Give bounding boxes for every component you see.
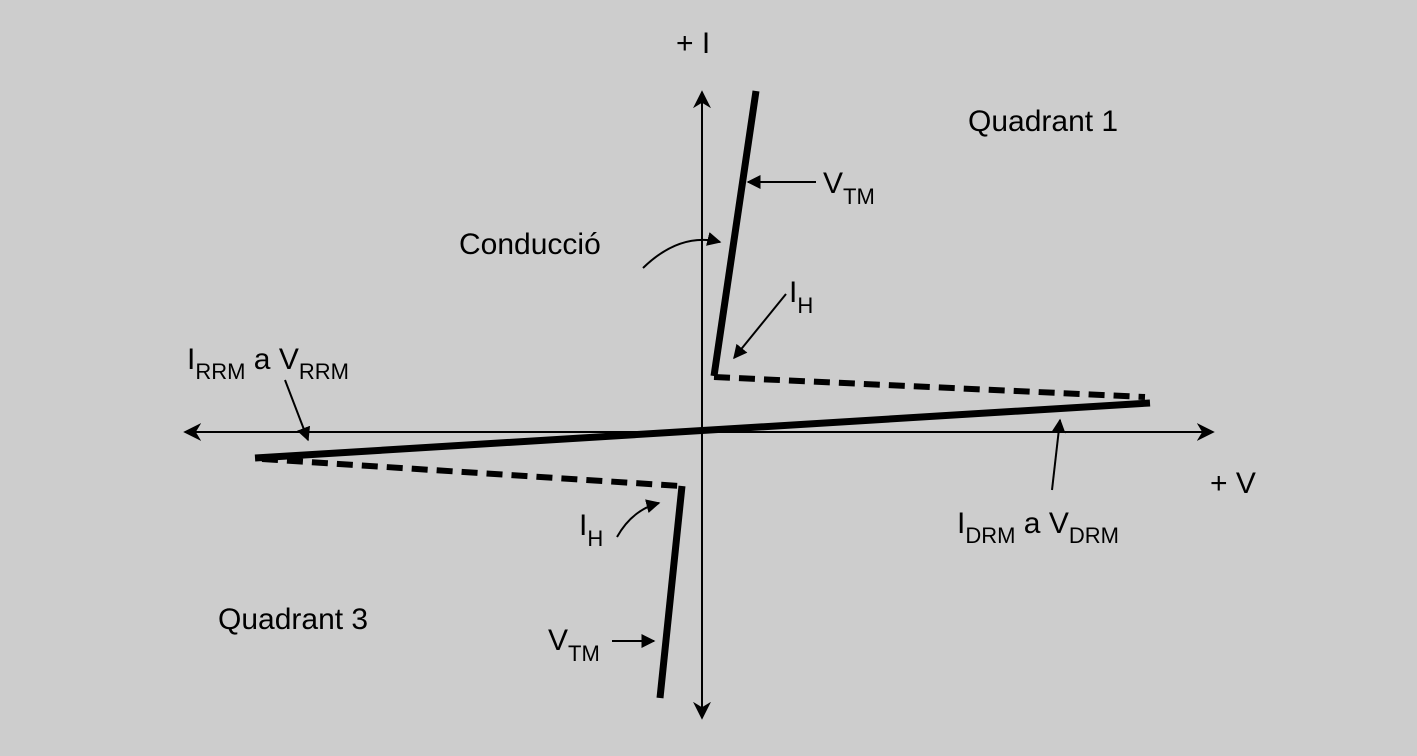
vtm-q3-label: VTM	[548, 624, 600, 666]
q1-conduction-line	[710, 90, 760, 377]
ih-q1-label: IH	[789, 276, 813, 318]
idrm-vdrm-label: IDRM a VDRM	[957, 507, 1119, 548]
ih-q1-arrow	[733, 293, 787, 360]
ih-q3-arrow	[616, 499, 661, 538]
quadrant-1-label: Quadrant 1	[968, 105, 1118, 138]
vtm-q1-label: VTM	[823, 167, 875, 209]
ih-q3-label: IH	[579, 509, 603, 551]
irrm-arrow	[284, 379, 311, 442]
conduction-label: Conducció	[459, 228, 601, 261]
conduction-arrow	[642, 232, 722, 269]
idrm-arrow	[1051, 418, 1066, 491]
quadrant-3-label: Quadrant 3	[218, 603, 368, 636]
q3-conduction-line	[656, 485, 686, 699]
blocking-leakage-line	[254, 399, 1151, 462]
irrm-vrrm-label: IRRM a VRRM	[187, 343, 349, 384]
x-axis-label: + V	[1210, 467, 1256, 500]
y-axis-label: + I	[676, 27, 710, 60]
reverse-breakover-dashed	[261, 456, 681, 489]
forward-breakover-dashed	[713, 374, 1146, 400]
